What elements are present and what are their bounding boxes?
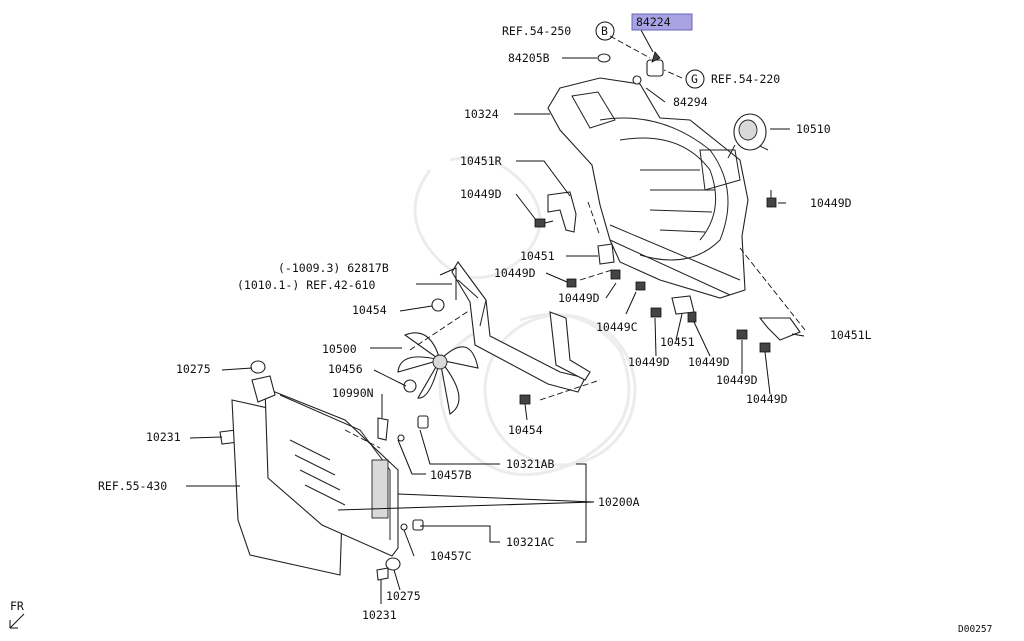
callout-labels: 84224 REF.54-250 B G REF.54-220 84205B 8… xyxy=(98,13,872,622)
label-10451-mid[interactable]: 10451 xyxy=(660,335,695,349)
label-10449d-low2[interactable]: 10449D xyxy=(688,355,730,369)
bracket-10451-lower xyxy=(671,295,695,315)
bolt-icon xyxy=(519,394,531,405)
label-10449d-mid1[interactable]: 10449D xyxy=(494,266,536,280)
fan-blade xyxy=(397,332,479,415)
bracket-10451 xyxy=(597,243,615,265)
label-62817b[interactable]: (-1009.3) 62817B xyxy=(278,261,389,275)
thermo-switch-84224 xyxy=(597,51,664,85)
bolt-icon xyxy=(687,311,697,323)
label-circle-b: B xyxy=(601,24,608,38)
bolt-icon xyxy=(736,329,748,340)
fan-shroud-assembly xyxy=(547,77,749,299)
label-10449d-right[interactable]: 10449D xyxy=(810,196,852,210)
label-10449d-low1[interactable]: 10449D xyxy=(628,355,670,369)
bolts xyxy=(519,190,777,405)
radiator xyxy=(231,375,399,576)
label-84224[interactable]: 84224 xyxy=(636,15,671,29)
bolt-icon xyxy=(534,218,554,228)
watermark-emblem xyxy=(413,156,637,476)
radiator-support-bar xyxy=(451,261,591,393)
label-10321ac[interactable]: 10321AC xyxy=(506,535,555,549)
label-10454-bottom[interactable]: 10454 xyxy=(508,423,543,437)
label-ref-54-220[interactable]: REF.54-220 xyxy=(711,72,780,86)
bolt-icon xyxy=(610,269,621,280)
label-10321ab[interactable]: 10321AB xyxy=(506,457,555,471)
label-84205b[interactable]: 84205B xyxy=(508,51,550,65)
label-10454-top[interactable]: 10454 xyxy=(352,303,387,317)
label-10457c[interactable]: 10457C xyxy=(430,549,472,563)
highlight-box xyxy=(631,13,693,31)
front-direction-indicator: FR xyxy=(9,599,25,629)
label-10500[interactable]: 10500 xyxy=(322,342,357,356)
label-ref-42-610[interactable]: (1010.1-) REF.42-610 xyxy=(237,278,376,292)
label-10449d-low4[interactable]: 10449D xyxy=(746,392,788,406)
label-10449d-mid2[interactable]: 10449D xyxy=(558,291,600,305)
bolt-icon xyxy=(759,342,771,353)
bolt-icon xyxy=(650,307,662,318)
circle-g-icon xyxy=(685,69,705,89)
fan-motor xyxy=(727,113,769,159)
label-ref-55-430[interactable]: REF.55-430 xyxy=(98,479,167,493)
bolt-icon xyxy=(766,190,777,208)
label-10451l[interactable]: 10451L xyxy=(830,328,872,342)
bracket-10451r xyxy=(547,191,577,233)
label-10449d-low3[interactable]: 10449D xyxy=(716,373,758,387)
arrow-icon xyxy=(9,613,25,629)
label-10990n[interactable]: 10990N xyxy=(332,386,374,400)
label-10449d-left[interactable]: 10449D xyxy=(460,187,502,201)
label-10324[interactable]: 10324 xyxy=(464,107,499,121)
label-circle-g: G xyxy=(691,72,698,86)
label-10200a[interactable]: 10200A xyxy=(598,495,640,509)
label-10451-top[interactable]: 10451 xyxy=(520,249,555,263)
label-10510[interactable]: 10510 xyxy=(796,122,831,136)
label-10457b[interactable]: 10457B xyxy=(430,468,472,482)
label-10456[interactable]: 10456 xyxy=(328,362,363,376)
label-10231-bottom[interactable]: 10231 xyxy=(362,608,397,622)
label-10275-bottom[interactable]: 10275 xyxy=(386,589,421,603)
label-10275-top[interactable]: 10275 xyxy=(176,362,211,376)
circle-b-icon xyxy=(595,21,615,41)
label-10449c[interactable]: 10449C xyxy=(596,320,638,334)
label-10231-top[interactable]: 10231 xyxy=(146,430,181,444)
diagram-code: D00257 xyxy=(958,624,992,635)
bolt-icon xyxy=(566,278,577,288)
guide-lines xyxy=(344,35,806,449)
bracket-10451l xyxy=(758,317,801,341)
label-84294[interactable]: 84294 xyxy=(673,95,708,109)
bolt-icon xyxy=(635,281,646,291)
leader-lines xyxy=(186,29,805,604)
label-10451r[interactable]: 10451R xyxy=(460,154,502,168)
fr-label: FR xyxy=(10,599,24,613)
label-ref-54-250[interactable]: REF.54-250 xyxy=(502,24,571,38)
